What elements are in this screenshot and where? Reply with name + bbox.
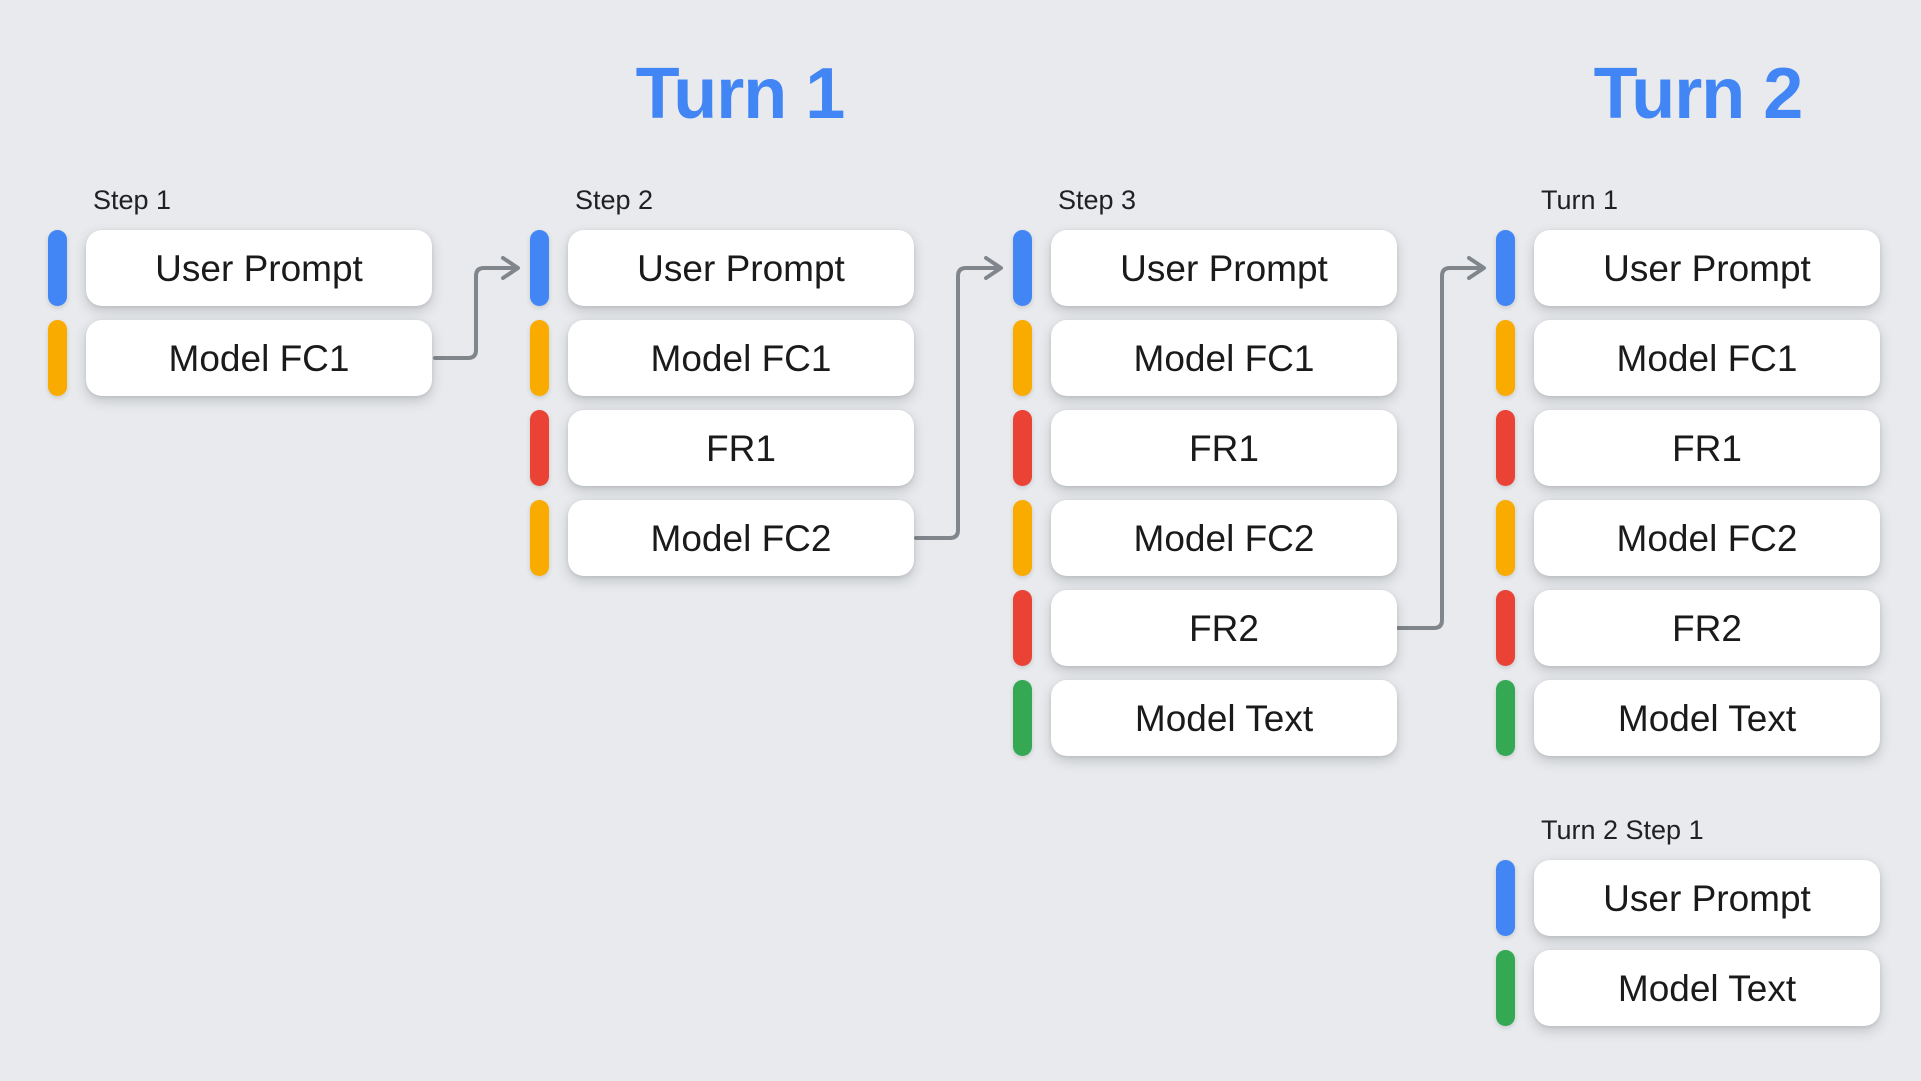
- group-label: Step 2: [575, 185, 654, 215]
- green-bar: [1496, 680, 1515, 756]
- message-box-label: Model FC2: [1133, 517, 1315, 559]
- turn-1-heading: Turn 1: [635, 54, 846, 134]
- message-box-label: FR2: [1189, 607, 1259, 649]
- message-box: User Prompt: [1534, 860, 1880, 936]
- group-label: Turn 1: [1541, 185, 1619, 215]
- group-label: Step 1: [93, 185, 172, 215]
- red-bar: [1496, 590, 1515, 666]
- blue-bar: [1496, 230, 1515, 306]
- yellow-bar: [1496, 320, 1515, 396]
- message-box: Model Text: [1534, 950, 1880, 1026]
- message-box: User Prompt: [568, 230, 914, 306]
- group-label: Turn 2 Step 1: [1541, 815, 1704, 845]
- flow-arrowhead-icon: [984, 256, 1003, 280]
- message-box: User Prompt: [1534, 230, 1880, 306]
- message-box: Model FC1: [86, 320, 432, 396]
- message-box-label: Model FC1: [1616, 337, 1798, 379]
- blue-bar: [530, 230, 549, 306]
- message-box-label: Model FC2: [650, 517, 832, 559]
- yellow-bar: [1013, 500, 1032, 576]
- message-box: Model FC2: [1534, 500, 1880, 576]
- yellow-bar: [530, 500, 549, 576]
- message-box-label: Model Text: [1617, 967, 1797, 1009]
- message-box: FR2: [1534, 590, 1880, 666]
- message-box: Model FC2: [568, 500, 914, 576]
- message-box: Model FC1: [1051, 320, 1397, 396]
- message-box-label: User Prompt: [637, 247, 845, 289]
- message-box-label: Model FC1: [650, 337, 832, 379]
- green-bar: [1013, 680, 1032, 756]
- flow-arrow-line: [433, 266, 517, 360]
- message-box-label: User Prompt: [1120, 247, 1328, 289]
- message-box: FR1: [1051, 410, 1397, 486]
- red-bar: [1496, 410, 1515, 486]
- message-box-label: FR1: [706, 427, 776, 469]
- flow-arrowhead-icon: [501, 256, 520, 280]
- message-box-label: Model Text: [1134, 697, 1314, 739]
- message-box-label: Model FC2: [1616, 517, 1798, 559]
- flow-arrowhead-icon: [1467, 256, 1486, 280]
- blue-bar: [1013, 230, 1032, 306]
- group-label: Step 3: [1058, 185, 1137, 215]
- message-box-label: User Prompt: [1603, 247, 1811, 289]
- flow-arrow-line: [1396, 266, 1483, 630]
- green-bar: [1496, 950, 1515, 1026]
- blue-bar: [1496, 860, 1515, 936]
- message-box-label: FR1: [1189, 427, 1259, 469]
- message-box: Model FC1: [568, 320, 914, 396]
- message-box-label: Model FC1: [168, 337, 350, 379]
- message-box-label: FR2: [1672, 607, 1742, 649]
- red-bar: [1013, 410, 1032, 486]
- message-box-label: Model FC1: [1133, 337, 1315, 379]
- red-bar: [530, 410, 549, 486]
- yellow-bar: [1013, 320, 1032, 396]
- yellow-bar: [48, 320, 67, 396]
- turn-2-heading: Turn 2: [1593, 54, 1804, 134]
- message-box: Model FC2: [1051, 500, 1397, 576]
- flow-arrow-line: [914, 266, 1000, 540]
- red-bar: [1013, 590, 1032, 666]
- message-box-label: User Prompt: [155, 247, 363, 289]
- blue-bar: [48, 230, 67, 306]
- message-box-label: User Prompt: [1603, 877, 1811, 919]
- message-box-label: FR1: [1672, 427, 1742, 469]
- message-box: User Prompt: [86, 230, 432, 306]
- message-box: FR1: [568, 410, 914, 486]
- yellow-bar: [1496, 500, 1515, 576]
- message-box: FR2: [1051, 590, 1397, 666]
- message-box-label: Model Text: [1617, 697, 1797, 739]
- message-box: Model Text: [1051, 680, 1397, 756]
- message-box: Model FC1: [1534, 320, 1880, 396]
- message-box: Model Text: [1534, 680, 1880, 756]
- yellow-bar: [530, 320, 549, 396]
- message-box: User Prompt: [1051, 230, 1397, 306]
- message-box: FR1: [1534, 410, 1880, 486]
